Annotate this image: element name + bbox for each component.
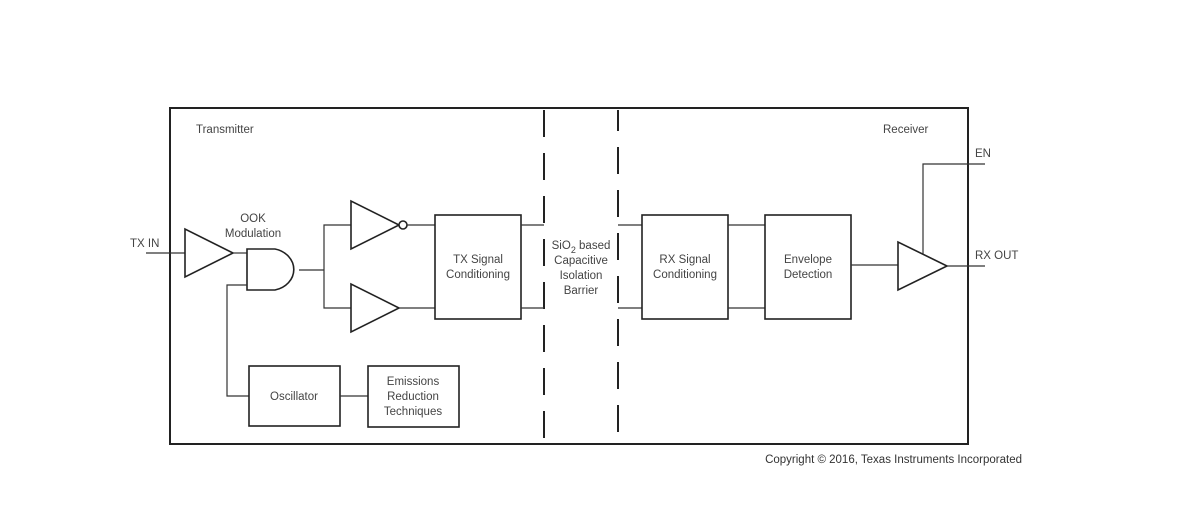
emissions-line2: Reduction bbox=[387, 391, 439, 403]
inversion-bubble-icon bbox=[398, 220, 408, 230]
receiver-label: Receiver bbox=[883, 124, 929, 136]
osc-to-and-wire bbox=[226, 284, 249, 397]
barrier-label-line2: Capacitive bbox=[554, 255, 608, 267]
barrier-label-line3: Isolation bbox=[560, 270, 603, 282]
rx-cond-line2: Conditioning bbox=[653, 269, 717, 281]
and-gate-icon bbox=[246, 248, 295, 291]
barrier-label-line1: SiO2 based bbox=[552, 240, 611, 255]
tx-in-pin-label: TX IN bbox=[130, 238, 159, 250]
oscillator-block bbox=[248, 365, 341, 427]
device-boundary bbox=[169, 107, 969, 445]
transmitter-label: Transmitter bbox=[196, 124, 254, 136]
emissions-line1: Emissions bbox=[387, 376, 440, 388]
emissions-reduction-block bbox=[367, 365, 460, 428]
tx-cond-line2: Conditioning bbox=[446, 269, 510, 281]
rx-signal-conditioning-block bbox=[641, 214, 729, 320]
oscillator-label: Oscillator bbox=[270, 391, 318, 403]
split-wire bbox=[323, 224, 351, 309]
env-line1: Envelope bbox=[784, 254, 832, 266]
rx-out-pin-label: RX OUT bbox=[975, 250, 1018, 262]
ook-label-line2: Modulation bbox=[225, 228, 281, 240]
tx-signal-conditioning-block bbox=[434, 214, 522, 320]
tx-cond-line1: TX Signal bbox=[453, 254, 503, 266]
en-wire bbox=[922, 163, 985, 254]
driver-icon bbox=[350, 282, 401, 334]
emissions-line3: Techniques bbox=[384, 406, 442, 418]
envelope-detection-block bbox=[764, 214, 852, 320]
ook-label-line1: OOK bbox=[240, 213, 266, 225]
barrier-label-line4: Barrier bbox=[564, 285, 599, 297]
en-pin-label: EN bbox=[975, 148, 991, 160]
inverting-driver-icon bbox=[350, 199, 401, 251]
copyright-notice: Copyright © 2016, Texas Instruments Inco… bbox=[765, 454, 1022, 466]
input-buffer-icon bbox=[184, 227, 235, 279]
rx-cond-line1: RX Signal bbox=[659, 254, 710, 266]
env-line2: Detection bbox=[784, 269, 833, 281]
